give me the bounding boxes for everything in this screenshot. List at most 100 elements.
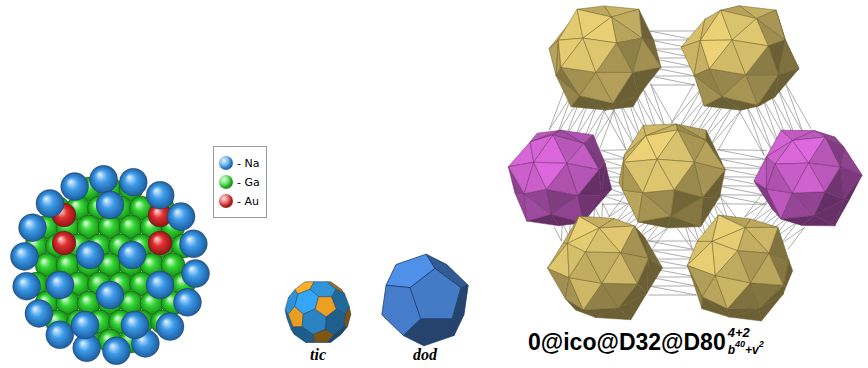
na-atom bbox=[36, 189, 64, 217]
mesh-line bbox=[616, 202, 631, 222]
na-atom bbox=[102, 337, 130, 365]
formula-subscript-part: +v bbox=[745, 340, 759, 359]
mesh-line bbox=[717, 158, 767, 160]
mesh-line bbox=[717, 194, 767, 196]
polyhedron-face bbox=[602, 283, 637, 308]
cluster-polyhedron bbox=[681, 6, 799, 110]
mesh-line bbox=[671, 84, 694, 124]
mesh-line bbox=[549, 91, 564, 130]
mesh-line bbox=[649, 241, 697, 250]
na-atom bbox=[25, 299, 53, 327]
na-atom bbox=[46, 271, 74, 299]
na-atom bbox=[90, 165, 118, 193]
polyhedron-face bbox=[745, 219, 778, 228]
mesh-line bbox=[710, 110, 741, 146]
na-atom bbox=[46, 321, 74, 349]
legend-entry: - Au bbox=[219, 194, 260, 208]
legend-label: - Au bbox=[237, 195, 259, 208]
packing-mesh bbox=[549, 31, 811, 295]
mesh-line bbox=[649, 295, 697, 296]
mesh-line bbox=[609, 196, 624, 216]
mesh-line bbox=[778, 88, 803, 133]
polyhedron-face bbox=[754, 157, 767, 189]
polyhedron-face bbox=[687, 241, 715, 275]
mesh-line bbox=[679, 88, 702, 128]
polyhedron-face bbox=[792, 163, 825, 193]
atom-cluster bbox=[10, 165, 209, 365]
polyhedron-face bbox=[808, 137, 840, 167]
au-atom bbox=[52, 231, 76, 255]
mesh-line bbox=[781, 222, 798, 244]
mesh-line bbox=[650, 76, 695, 77]
na-atom bbox=[179, 230, 207, 258]
au-atom bbox=[148, 231, 172, 255]
polyhedron-face bbox=[586, 228, 621, 253]
mesh-line bbox=[649, 286, 697, 295]
mesh-line bbox=[604, 110, 627, 150]
mesh-line bbox=[601, 149, 627, 150]
polyhedron-face bbox=[643, 190, 674, 217]
mesh-line bbox=[786, 84, 811, 129]
na-atom bbox=[19, 214, 47, 242]
polyhedron-face bbox=[840, 167, 862, 199]
mesh-line bbox=[710, 106, 733, 146]
mesh-line bbox=[781, 227, 805, 244]
polyhedron-face bbox=[596, 72, 632, 103]
formula-subscript-power: 40 bbox=[735, 340, 745, 349]
mesh-line bbox=[747, 106, 772, 151]
na-atom bbox=[10, 242, 38, 270]
mesh-line bbox=[739, 110, 764, 155]
mesh-line bbox=[603, 203, 610, 217]
mesh-line bbox=[650, 76, 695, 85]
na-atom bbox=[182, 260, 210, 288]
na-atom bbox=[61, 173, 89, 201]
cluster-polyhedron bbox=[547, 216, 662, 320]
legend-box: - Na - Ga - Au bbox=[213, 146, 267, 218]
mesh-line bbox=[601, 158, 627, 159]
na-atom bbox=[156, 313, 184, 341]
cluster-packing bbox=[508, 6, 862, 321]
mesh-line bbox=[717, 203, 767, 205]
polyhedron-face bbox=[534, 135, 567, 163]
dodecahedron bbox=[382, 254, 468, 346]
mesh-line bbox=[788, 227, 805, 249]
na-atom bbox=[96, 281, 124, 309]
formula-superscript: 4+2 bbox=[728, 326, 764, 340]
legend-entry: - Na bbox=[219, 156, 260, 170]
mesh-line bbox=[754, 102, 772, 151]
na-atom bbox=[118, 241, 146, 269]
polyhedron-face bbox=[547, 163, 578, 195]
legend-label: - Ga bbox=[237, 176, 260, 189]
truncated-icosahedron bbox=[285, 282, 351, 343]
legend-swatch bbox=[219, 175, 233, 189]
cluster-polyhedron bbox=[687, 215, 792, 321]
na-atom bbox=[119, 168, 147, 196]
mesh-line bbox=[786, 84, 804, 133]
mesh-line bbox=[745, 195, 762, 217]
polyhedron-face bbox=[746, 75, 779, 105]
legend-swatch bbox=[219, 194, 233, 208]
na-atom bbox=[13, 272, 41, 300]
formula-subscript-part: b bbox=[728, 340, 735, 359]
formula-main: 0@ico@D32@D80 bbox=[528, 331, 726, 354]
na-atom bbox=[71, 311, 99, 339]
formula-subscript: b40+v2 bbox=[728, 340, 764, 359]
mesh-line bbox=[601, 150, 627, 159]
polyhedron-face bbox=[315, 297, 336, 317]
cluster-polyhedron bbox=[619, 124, 725, 228]
cluster-polyhedron bbox=[508, 130, 611, 226]
mesh-line bbox=[649, 286, 697, 287]
shape-name: tic bbox=[310, 345, 326, 364]
cluster-polyhedron bbox=[549, 6, 661, 110]
polyhedron-face bbox=[547, 243, 569, 277]
polyhedron-face bbox=[586, 252, 621, 283]
mesh-line bbox=[649, 241, 697, 242]
na-atom bbox=[146, 181, 174, 209]
polyhedron-face bbox=[732, 40, 768, 75]
mesh-line bbox=[602, 203, 628, 204]
legend-entry: - Ga bbox=[219, 175, 260, 189]
na-atom bbox=[96, 191, 124, 219]
mesh-line bbox=[745, 200, 769, 217]
